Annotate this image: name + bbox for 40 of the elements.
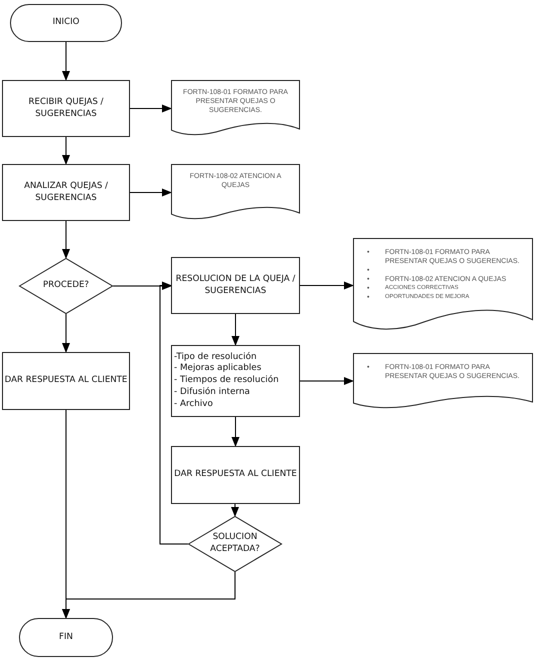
arrow xyxy=(300,282,354,290)
arrow xyxy=(62,42,70,81)
list-item: -Tipo de resolución xyxy=(174,352,257,363)
arrow xyxy=(62,314,70,353)
arrow xyxy=(231,504,239,517)
document-shape xyxy=(171,164,300,221)
arrow xyxy=(232,416,240,447)
node-label: INICIO xyxy=(52,17,80,29)
list-item: - Mejoras aplicables xyxy=(174,363,262,375)
arrow xyxy=(160,282,188,544)
arrow xyxy=(62,220,70,259)
list-item: - Difusión interna xyxy=(174,386,250,399)
arrow xyxy=(130,104,172,112)
arrow xyxy=(62,136,70,165)
arrow xyxy=(62,410,70,619)
process-box xyxy=(171,446,300,504)
start-terminal xyxy=(10,4,122,42)
document-shape xyxy=(171,80,300,137)
process-box xyxy=(2,352,130,410)
node-label: SOLUCION ACEPTADA? xyxy=(209,532,261,556)
node-label: RECIBIR QUEJAS / SUGERENCIAS xyxy=(28,96,104,120)
node-label: RESOLUCION DE LA QUEJA / SUGERENCIAS xyxy=(174,274,296,298)
node-label: DAR RESPUESTA AL CLIENTE xyxy=(4,375,128,387)
arrow xyxy=(300,377,354,385)
process-box xyxy=(171,345,300,417)
node-label: FIN xyxy=(58,632,74,644)
node-label: ANALIZAR QUEJAS / SUGERENCIAS xyxy=(23,180,109,204)
arrow xyxy=(130,188,172,196)
end-terminal xyxy=(19,618,113,657)
list-item: - Tiempos de resolución xyxy=(174,375,279,387)
process-box xyxy=(2,164,130,221)
process-box xyxy=(2,80,130,137)
node-label: DAR RESPUESTA AL CLIENTE xyxy=(173,469,298,481)
document-shape xyxy=(353,353,533,410)
arrow xyxy=(232,314,240,346)
decision-diamond xyxy=(188,516,282,572)
decision-diamond xyxy=(19,258,113,314)
process-box xyxy=(171,257,300,314)
list-item: - Archivo xyxy=(174,398,213,410)
node-label: PROCEDE? xyxy=(42,280,90,292)
